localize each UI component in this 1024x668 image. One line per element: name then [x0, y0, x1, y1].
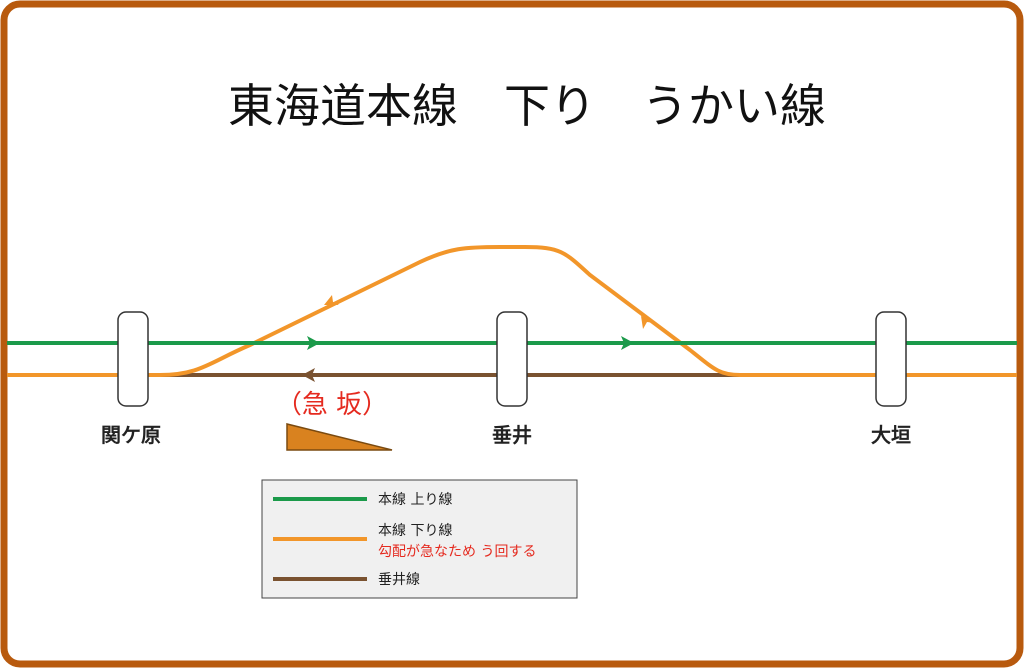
legend-down-note: 勾配が急なため う回する: [378, 544, 536, 560]
slope-label: （急 坂）: [276, 390, 388, 420]
up-line-arrow-2: [621, 336, 634, 350]
detour-arrow-east: [641, 316, 655, 329]
direction-arrows: [302, 295, 655, 382]
station-label: 垂井: [492, 423, 532, 447]
steep-slope-marker: （急 坂）: [276, 390, 393, 451]
station-platform: [117, 311, 149, 407]
tarui-line-arrow: [302, 368, 315, 382]
station-ogaki: 大垣: [871, 311, 911, 447]
station-label: 関ケ原: [101, 423, 161, 447]
detour-arrow-west: [324, 295, 339, 305]
legend-up-line: 本線 上り線: [378, 492, 452, 508]
down-line-detour: [159, 245, 741, 377]
station-platform: [496, 311, 528, 407]
page-title: 東海道本線 下り うかい線: [228, 79, 826, 133]
slope-triangle-icon: [286, 423, 393, 451]
station-label: 大垣: [871, 423, 911, 447]
legend-down-line: 本線 下り線: [378, 523, 452, 539]
legend-tarui-line: 垂井線: [378, 572, 420, 588]
station-sekigahara: 関ケ原: [101, 311, 161, 447]
legend: 本線 上り線 本線 下り線 勾配が急なため う回する 垂井線: [261, 479, 578, 599]
station-tarui: 垂井: [492, 311, 532, 447]
up-line-arrow-1: [307, 336, 320, 350]
station-platform: [875, 311, 907, 407]
